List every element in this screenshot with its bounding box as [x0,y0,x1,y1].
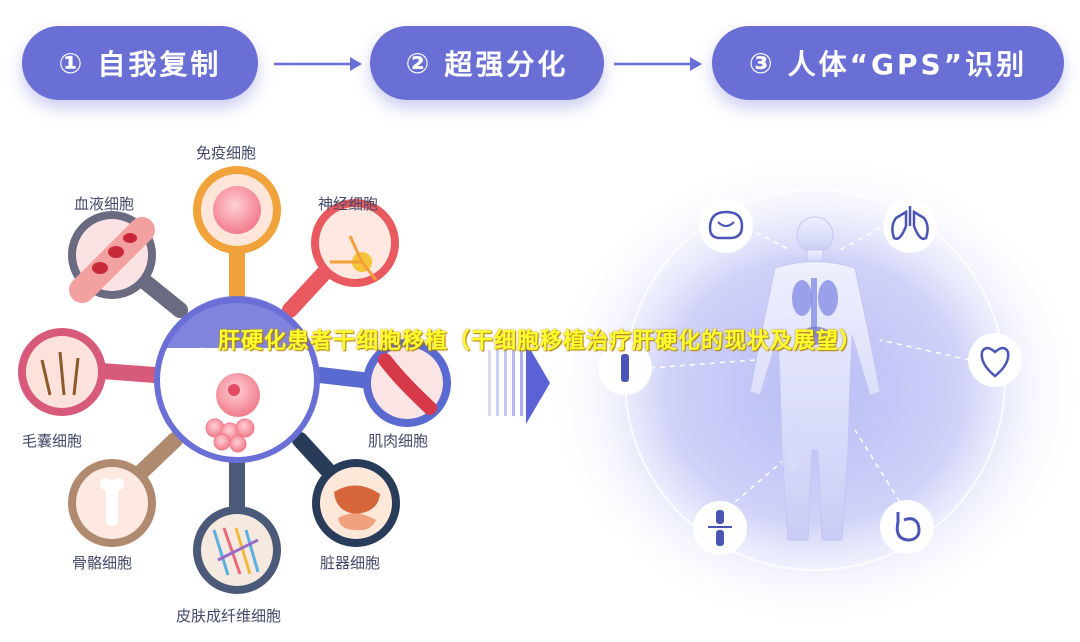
nerve-cell-node [311,199,399,287]
step-differentiation: ② 超强分化 [370,26,604,100]
step-gps-recognition: ③ 人体“GPS”识别 [712,26,1064,100]
overlay-caption: 肝硬化患者干细胞移植（干细胞移植治疗肝硬化的现状及展望） [217,329,862,354]
transition-arrow-icon [488,342,550,424]
label-blood-cell: 血液细胞 [74,195,135,213]
label-immune-cell: 免疫细胞 [196,144,257,162]
label-muscle-cell: 肌肉细胞 [368,432,429,450]
stomach-icon [880,500,934,554]
organ-cell-node [312,459,400,547]
heart-icon [968,333,1022,387]
step-label: 人体“GPS”识别 [787,48,1028,81]
hair-follicle-cell-node [18,328,106,416]
center-title: 成体干细胞 [190,347,286,369]
label-hair-follicle-cell: 毛囊细胞 [22,432,83,450]
skin-cell-node [193,506,281,594]
step-number: ③ [748,46,776,80]
human-body-icon [749,216,881,541]
lungs-icon [883,199,937,253]
brain-icon [699,199,753,253]
arrow-right-icon [614,57,702,71]
step-self-replication: ① 自我复制 [22,26,258,100]
organ-connectors [649,227,971,516]
internal-organs [788,278,838,470]
arrow-right-icon [274,57,362,71]
step-number: ② [405,46,433,80]
step-label: 超强分化 [444,48,569,81]
bone-cell-node [68,459,156,547]
step-number: ① [58,46,86,80]
muscle-cell-node [363,339,451,427]
blood-cell-node [68,211,156,303]
bone-icon [598,341,652,395]
label-bone-cell: 骨骼细胞 [72,554,133,572]
immune-cell-node [193,166,281,254]
step-label: 自我复制 [97,48,222,81]
knee-joint-icon [693,501,747,555]
label-skin-fibroblast-cell: 皮肤成纤维细胞 [176,607,282,625]
label-organ-cell: 脏器细胞 [320,554,381,572]
label-nerve-cell: 神经细胞 [318,195,379,213]
